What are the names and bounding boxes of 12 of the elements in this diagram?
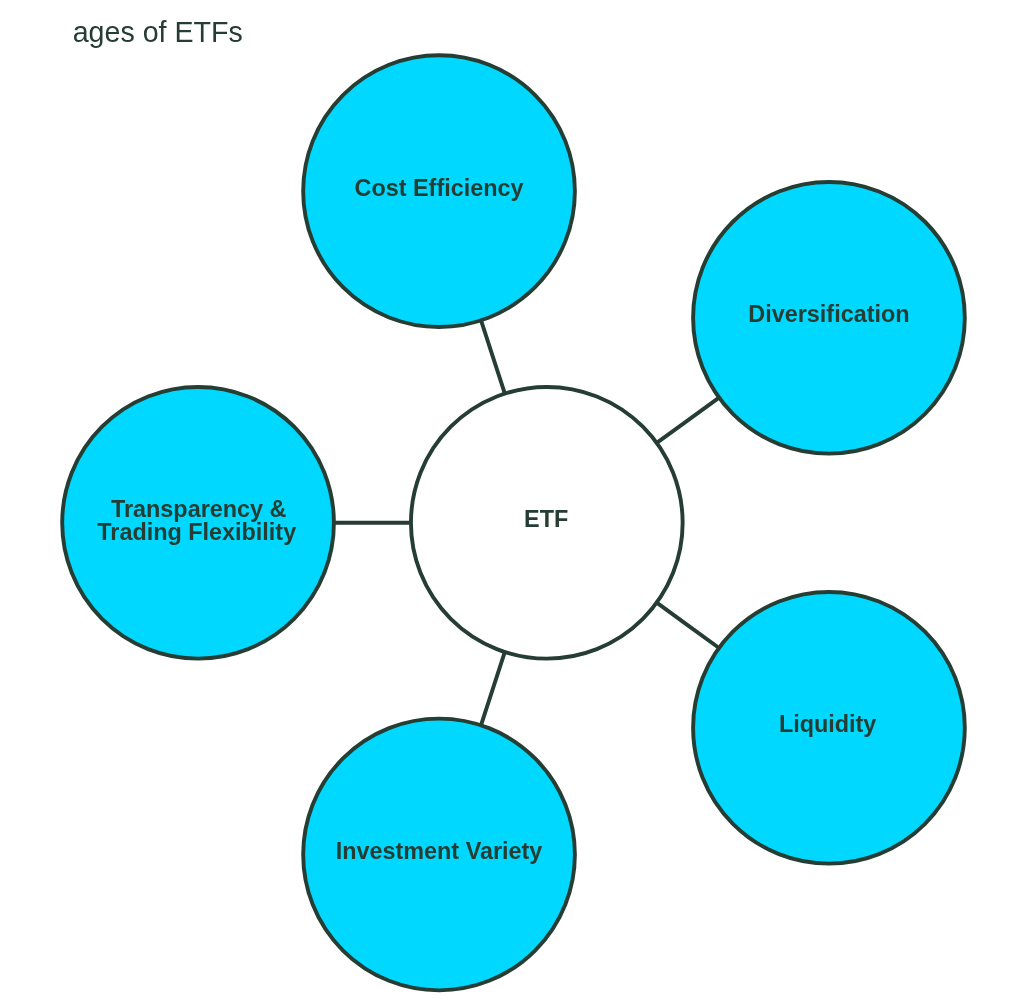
connector <box>655 396 720 445</box>
connector <box>478 651 507 726</box>
node-circle: Investment Variety <box>300 716 577 993</box>
connector <box>655 601 720 650</box>
node-circle: Diversification <box>690 180 967 456</box>
node-circle: Liquidity <box>690 589 967 866</box>
connector <box>478 320 507 394</box>
node-circle: Transparency & Trading Flexibility <box>59 385 336 661</box>
node-circle: ETF <box>408 385 685 661</box>
diagram-title: ages of ETFs <box>72 15 243 48</box>
node-circle: Cost Efficiency <box>300 53 577 329</box>
connector <box>333 520 410 525</box>
